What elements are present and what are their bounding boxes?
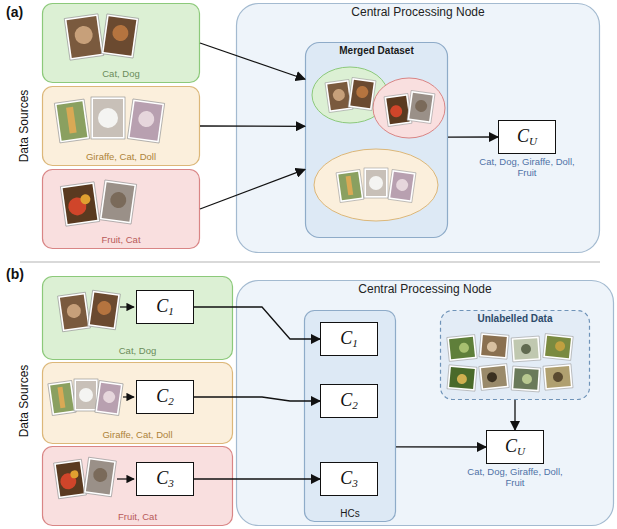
box-outline	[487, 431, 544, 464]
data-arrow	[117, 478, 134, 479]
box-outline	[237, 281, 614, 526]
box-outline	[43, 363, 233, 444]
arrow-connector	[194, 478, 320, 479]
node-label: Giraffe, Cat, Doll	[102, 430, 172, 441]
data-arrow	[123, 396, 134, 397]
box-outline	[43, 447, 233, 526]
box-outline	[137, 463, 194, 496]
class-list: Cat, Dog, Giraffe, Doll, Fruit	[463, 467, 567, 489]
panel-label: (a)	[6, 4, 23, 20]
processing-node: Central Processing NodeHCs C1C2C3 Unlabell…	[236, 280, 614, 526]
box-outline	[137, 291, 194, 324]
node-label: Fruit, Cat	[101, 235, 140, 246]
data-source-box: Cat, Dog C1	[42, 276, 233, 360]
box-outline	[321, 385, 378, 418]
arrow-connector	[194, 397, 320, 401]
box-outline	[499, 121, 556, 154]
data-source-box: Giraffe, Cat, Doll	[42, 86, 200, 166]
node-label: Merged Dataset	[339, 45, 413, 57]
box-outline	[43, 4, 200, 83]
classifier-box: CUCat, Dog, Giraffe, Doll, Fruit	[498, 120, 556, 154]
box-outline	[43, 277, 233, 360]
classifier-label: CU	[505, 436, 525, 458]
data-source-box: Fruit, Cat	[42, 169, 200, 249]
classifier-label: C3	[156, 468, 174, 490]
classifier-box: C3	[136, 462, 194, 496]
class-list: Cat, Dog, Giraffe, Doll, Fruit	[475, 157, 579, 179]
box-outline	[321, 323, 378, 356]
node-label: Unlabelled Data	[477, 313, 552, 325]
classifier-box: C1	[320, 322, 378, 356]
box-outline	[43, 87, 200, 166]
arrow-connector	[514, 400, 515, 430]
arrow-connector	[200, 169, 305, 209]
node-label: Giraffe, Cat, Doll	[86, 152, 156, 163]
box-outline	[321, 463, 378, 496]
data-source-box: Giraffe, Cat, Doll C2	[42, 362, 233, 444]
classifier-box: C2	[136, 380, 194, 414]
classifier-group: HCs C1C2C3	[304, 310, 396, 522]
axis-label: Data Sources	[17, 365, 31, 438]
classifier-label: C3	[340, 468, 358, 490]
group-ellipse	[314, 149, 438, 221]
arrow-connector	[448, 136, 498, 137]
classifier-box: C2	[320, 384, 378, 418]
data-source-box: Fruit, Cat C3	[42, 446, 233, 526]
classifier-label: C2	[340, 390, 358, 412]
dataset-box: Merged Dataset	[305, 42, 448, 238]
box-outline	[306, 43, 448, 238]
box-outline	[137, 381, 194, 414]
arrow-connector	[200, 125, 305, 127]
node-label: Cat, Dog	[119, 346, 157, 357]
classifier-box: CUCat, Dog, Giraffe, Doll, Fruit	[486, 430, 544, 464]
classifier-label: C1	[340, 328, 358, 350]
classifier-box: C3	[320, 462, 378, 496]
box-outline	[441, 311, 590, 400]
node-label: Cat, Dog	[102, 69, 140, 80]
classifier-box: C1	[136, 290, 194, 324]
processing-node: Central Processing NodeMerged DatasetCUC…	[236, 3, 600, 253]
panel-label: (b)	[6, 266, 24, 282]
arrow-connector	[194, 307, 320, 339]
photo-group	[48, 14, 573, 499]
node-label: Central Processing Node	[351, 6, 484, 20]
classifier-label: C2	[156, 386, 174, 408]
arrow-connector	[200, 43, 305, 79]
box-outline	[305, 311, 396, 522]
node-label: HCs	[340, 508, 359, 520]
panel-divider	[20, 261, 600, 262]
data-source-box: Cat, Dog	[42, 3, 200, 83]
group-ellipse	[373, 78, 445, 138]
box-outline	[43, 170, 200, 249]
classifier-label: CU	[517, 126, 537, 148]
box-outline	[237, 4, 600, 253]
classifier-label: C1	[156, 296, 174, 318]
arrow-connector	[396, 446, 486, 447]
axis-label: Data Sources	[17, 90, 31, 163]
unlabelled-data-box: Unlabelled Data	[440, 310, 590, 400]
node-label: Central Processing Node	[358, 283, 491, 297]
data-arrow	[120, 306, 134, 307]
node-label: Fruit, Cat	[118, 512, 157, 523]
